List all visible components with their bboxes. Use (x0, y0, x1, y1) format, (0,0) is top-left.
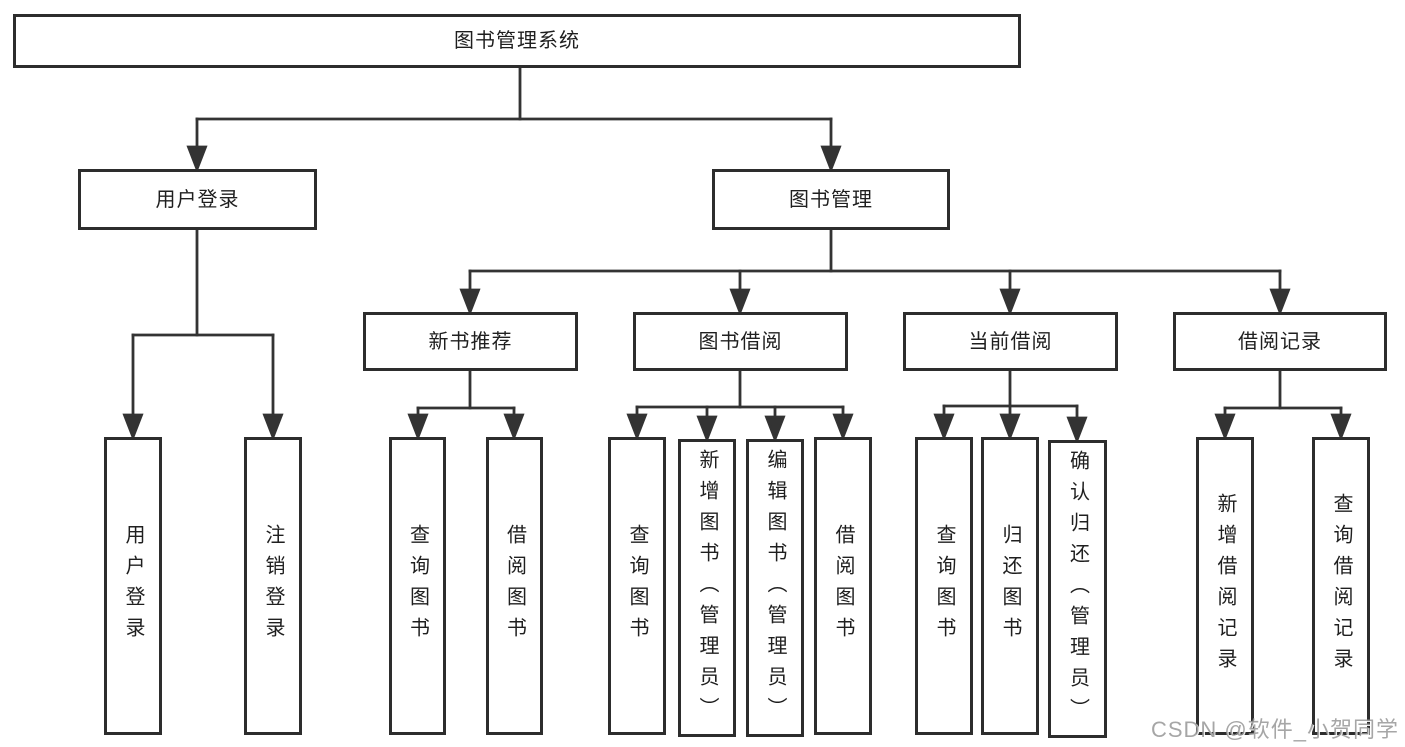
node-confirm-return-admin: 确认归还（管理员） (1048, 440, 1107, 738)
node-new-book-recommendation: 新书推荐 (363, 312, 578, 371)
node-query-books-recommend: 查询图书 (389, 437, 446, 735)
node-query-books-current: 查询图书 (915, 437, 973, 735)
node-query-books-borrowing: 查询图书 (608, 437, 666, 735)
node-user-login: 用户登录 (78, 169, 317, 230)
node-add-book-admin: 新增图书（管理员） (678, 439, 736, 737)
csdn-watermark: CSDN @软件_小贺同学 (1150, 717, 1399, 742)
node-borrow-books-leaf: 借阅图书 (814, 437, 872, 735)
node-borrowing-records: 借阅记录 (1173, 312, 1387, 371)
node-add-borrowing-record: 新增借阅记录 (1196, 437, 1254, 735)
node-edit-book-admin: 编辑图书（管理员） (746, 439, 804, 737)
node-query-borrowing-record: 查询借阅记录 (1312, 437, 1370, 735)
node-return-books: 归还图书 (981, 437, 1039, 735)
node-logout: 注销登录 (244, 437, 302, 735)
node-library-management-system: 图书管理系统 (13, 14, 1021, 68)
node-user-login-leaf: 用户登录 (104, 437, 162, 735)
node-book-management: 图书管理 (712, 169, 950, 230)
node-borrow-books-recommend: 借阅图书 (486, 437, 543, 735)
node-book-borrowing: 图书借阅 (633, 312, 848, 371)
node-current-borrowing: 当前借阅 (903, 312, 1118, 371)
